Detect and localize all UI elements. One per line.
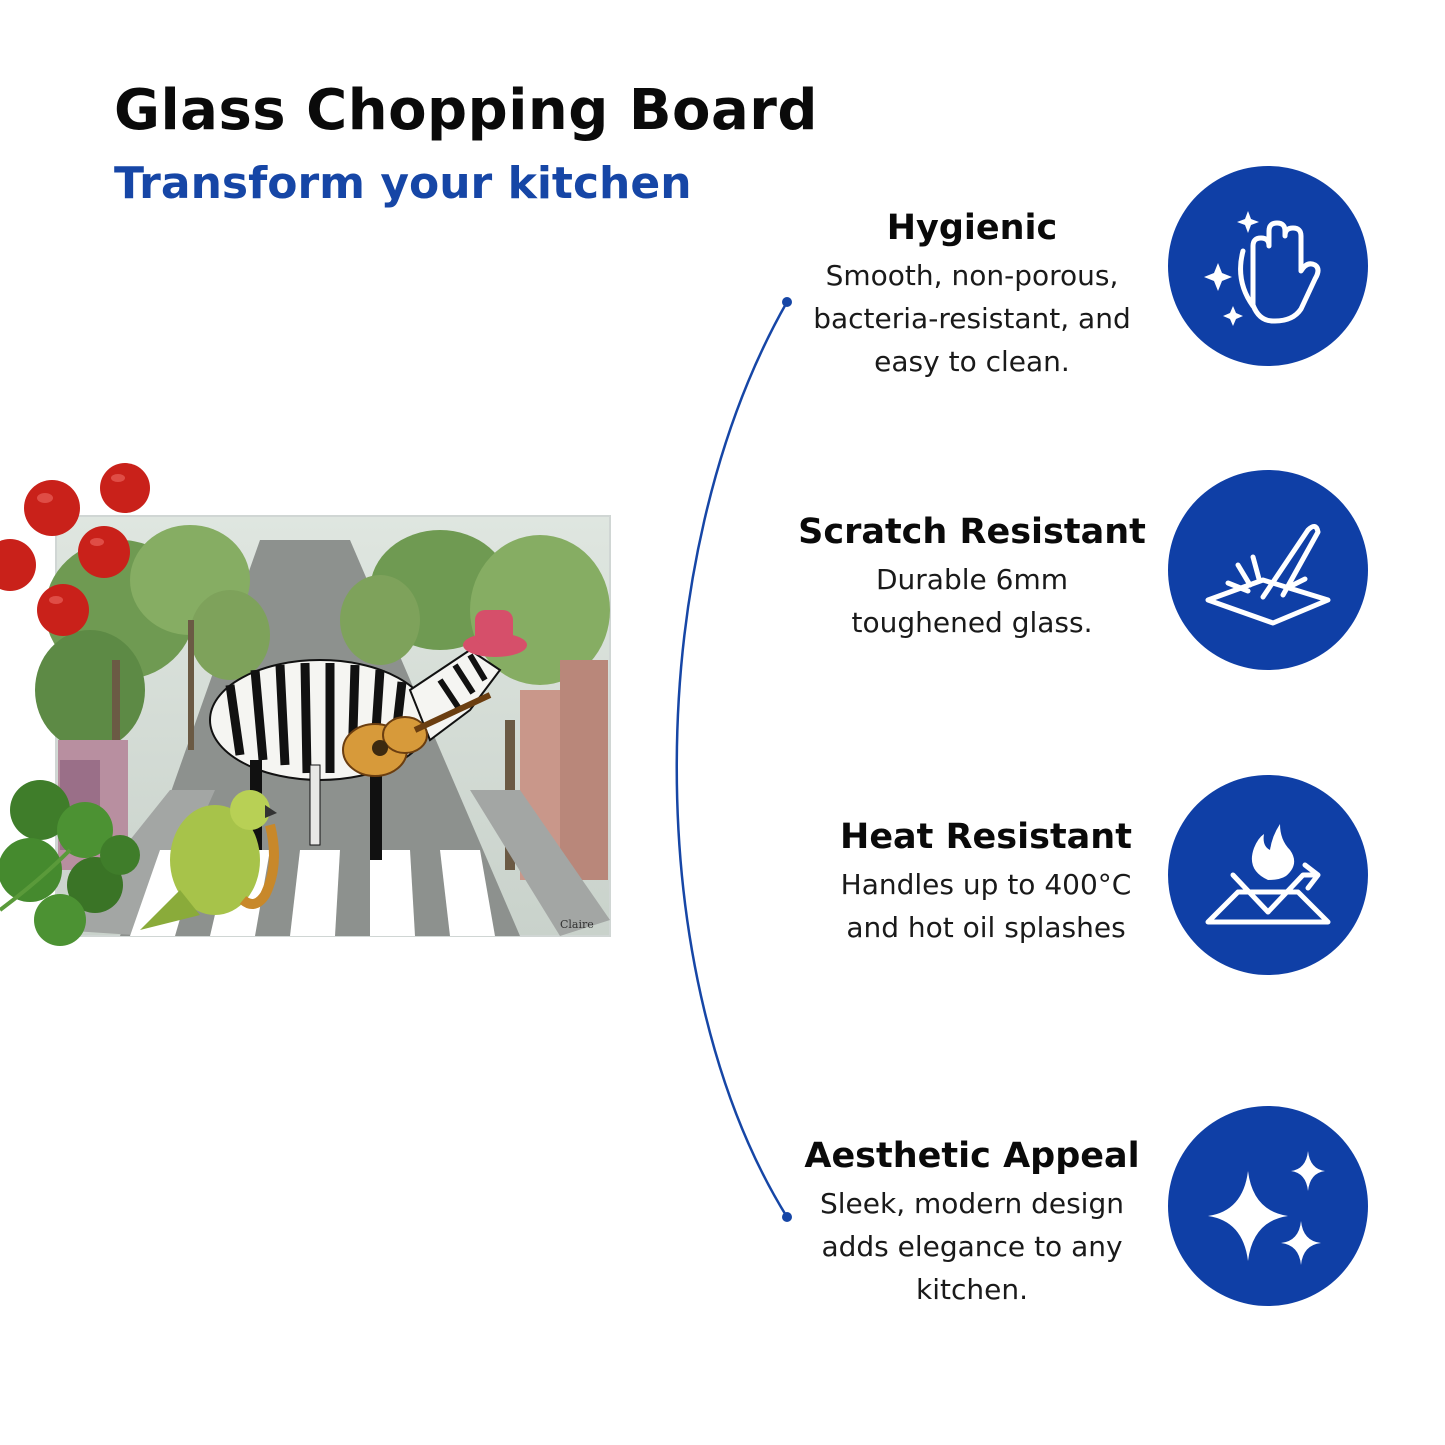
wiping-hand-sparkles-icon	[1204, 211, 1321, 326]
scratch-resistant-badge	[1168, 470, 1368, 670]
flame-on-surface-icon	[1205, 824, 1331, 925]
feature-line: and hot oil splashes	[846, 911, 1126, 944]
feature-line: easy to clean.	[874, 345, 1070, 378]
sparkles-icon	[1208, 1151, 1325, 1265]
page-title: Glass Chopping Board	[114, 78, 819, 143]
feature-heat-resistant: Heat Resistant Handles up to 400°C and h…	[796, 815, 1176, 949]
page-subtitle: Transform your kitchen	[114, 158, 692, 209]
feature-title: Hygienic	[886, 208, 1058, 248]
feature-line: Durable 6mm	[875, 563, 1069, 596]
connector-dot-bottom	[782, 1212, 792, 1222]
feature-scratch-resistant: Scratch Resistant Durable 6mm toughened …	[782, 510, 1162, 644]
saxophone	[239, 823, 279, 909]
knife-on-surface-icon	[1205, 524, 1331, 626]
feature-line: Smooth, non-porous,	[825, 259, 1119, 292]
parrot	[140, 790, 277, 930]
feature-line: bacteria-resistant, and	[813, 302, 1131, 335]
product-image: Claire	[0, 463, 611, 946]
feature-aesthetic-appeal: Aesthetic Appeal Sleek, modern design ad…	[782, 1134, 1162, 1311]
tomatoes	[0, 463, 150, 636]
feature-line: toughened glass.	[851, 606, 1093, 639]
guitar	[342, 692, 492, 777]
aesthetic-appeal-badge	[1168, 1106, 1368, 1306]
feature-line: Sleek, modern design	[820, 1187, 1124, 1220]
feature-title: Aesthetic Appeal	[804, 1136, 1140, 1176]
feature-description: Handles up to 400°C and hot oil splashes	[796, 863, 1176, 949]
trees-left	[35, 525, 270, 800]
connector-dot-top	[782, 297, 792, 307]
hygienic-badge	[1168, 166, 1368, 366]
feature-title: Heat Resistant	[840, 817, 1132, 857]
feature-line: kitchen.	[916, 1273, 1028, 1306]
feature-description: Sleek, modern design adds elegance to an…	[782, 1182, 1162, 1311]
feature-title: Scratch Resistant	[798, 512, 1146, 552]
parsley	[0, 780, 140, 946]
artist-signature: Claire	[560, 918, 594, 931]
feature-line: Handles up to 400°C	[840, 868, 1132, 901]
feature-line: adds elegance to any	[821, 1230, 1123, 1263]
feature-description: Durable 6mm toughened glass.	[782, 558, 1162, 644]
feature-description: Smooth, non-porous, bacteria-resistant, …	[782, 254, 1162, 383]
feature-hygienic: Hygienic Smooth, non-porous, bacteria-re…	[782, 206, 1162, 383]
heat-resistant-badge	[1168, 775, 1368, 975]
